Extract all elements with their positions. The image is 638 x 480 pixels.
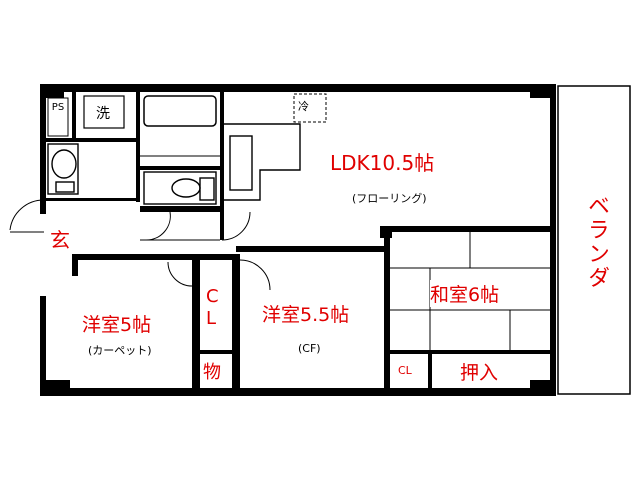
toilet-icon	[47, 143, 79, 195]
ldk-room-name: LDK10.5帖	[330, 151, 435, 175]
western2-room-name: 洋室5.5帖	[262, 304, 350, 326]
western1-room-name: 洋室5帖	[82, 314, 152, 336]
ps-label: PS	[51, 102, 65, 113]
washer-pan	[83, 95, 125, 129]
fridge-label: 冷	[298, 100, 309, 113]
small-closet-label: CL	[398, 364, 412, 377]
western1-room-floor: (カーペット)	[88, 344, 152, 357]
interior-walls	[44, 92, 552, 396]
closet-label: CL	[206, 286, 219, 329]
balcony-area	[557, 85, 631, 395]
wc-toilet-icon	[143, 171, 217, 205]
ps-shaft	[47, 97, 69, 137]
windows	[42, 140, 554, 370]
washer-label: 洗	[96, 106, 110, 122]
balcony-label: ベランダ	[584, 194, 609, 290]
entrance-label: 玄	[50, 228, 70, 252]
door-swings	[9, 199, 271, 291]
storage-label: 物	[203, 362, 221, 383]
oshiire-label: 押入	[460, 362, 499, 384]
western2-room-floor: (CF)	[298, 342, 321, 355]
ldk-room-floor: (フローリング)	[352, 192, 427, 205]
japanese-room-name: 和室6帖	[430, 280, 500, 307]
kitchen-counter	[224, 123, 301, 201]
bathtub	[143, 95, 217, 127]
fridge-space	[293, 93, 327, 123]
